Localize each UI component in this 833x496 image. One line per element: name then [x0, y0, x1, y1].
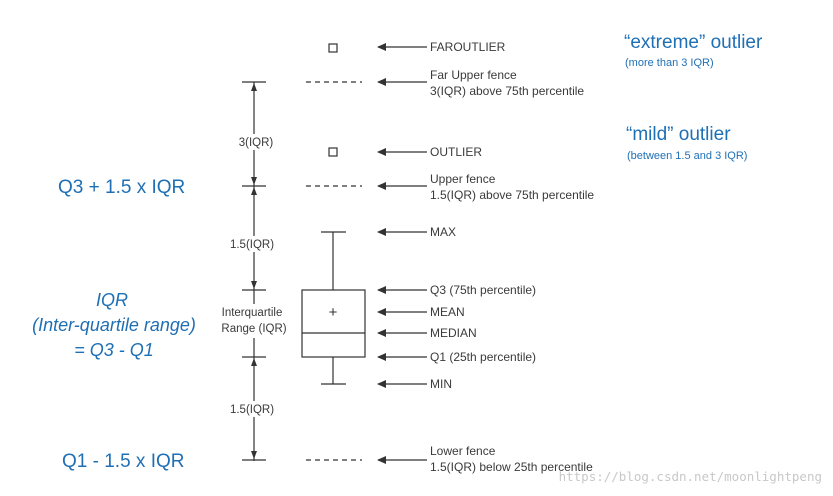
watermark-text: https://blog.csdn.net/moonlightpeng [559, 469, 822, 484]
median-label: MEDIAN [430, 326, 477, 340]
arrow-up-icon [251, 187, 257, 195]
iqr-full-name: (Inter-quartile range) [32, 315, 196, 335]
far-upper-fence-desc: 3(IQR) above 75th percentile [430, 84, 584, 98]
q1-minus-formula: Q1 - 1.5 x IQR [62, 451, 184, 472]
iqr-title: IQR [96, 290, 128, 310]
arrow-up-icon [251, 358, 257, 366]
arrow-down-icon [251, 177, 257, 185]
arrow-down-icon [251, 281, 257, 289]
far-outlier-marker [328, 43, 338, 53]
pointer-arrows [377, 43, 427, 464]
extreme-outlier-subtitle: (more than 3 IQR) [625, 57, 714, 69]
interquartile-label-line2: Range (IQR) [221, 323, 286, 335]
interquartile-label-line1: Interquartile [222, 307, 283, 319]
mean-marker: + [329, 304, 338, 321]
q3-label: Q3 (75th percentile) [430, 283, 536, 297]
iqr-box [301, 289, 366, 358]
arrow-up-icon [251, 83, 257, 91]
q1-label: Q1 (25th percentile) [430, 350, 536, 364]
mild-outlier-title: “mild” outlier [626, 124, 731, 145]
lower-one-five-iqr-label: 1.5(IQR) [230, 404, 274, 416]
dimension-axis: 3(IQR) 1.5(IQR) Interquartile Range (IQR… [216, 81, 292, 461]
mean-label: MEAN [430, 305, 465, 319]
lower-fence-label: Lower fence [430, 444, 496, 458]
right-labels: FAROUTLIER Far Upper fence 3(IQR) above … [430, 40, 594, 474]
outlier-marker [328, 147, 338, 157]
annotations: “extreme” outlier (more than 3 IQR) “mil… [32, 32, 763, 472]
max-label: MAX [430, 225, 456, 239]
far-upper-fence-label: Far Upper fence [430, 68, 517, 82]
upper-fence-label: Upper fence [430, 172, 496, 186]
three-iqr-label: 3(IQR) [239, 137, 274, 149]
outlier-label: OUTLIER [430, 145, 482, 159]
mild-outlier-subtitle: (between 1.5 and 3 IQR) [627, 150, 747, 162]
min-label: MIN [430, 377, 452, 391]
lower-fence-desc: 1.5(IQR) below 25th percentile [430, 460, 593, 474]
arrow-down-icon [251, 451, 257, 459]
faroutlier-label: FAROUTLIER [430, 40, 506, 54]
upper-one-five-iqr-label: 1.5(IQR) [230, 239, 274, 251]
box-plot: + [301, 43, 366, 461]
upper-fence-desc: 1.5(IQR) above 75th percentile [430, 188, 594, 202]
q3-plus-formula: Q3 + 1.5 x IQR [58, 177, 185, 198]
extreme-outlier-title: “extreme” outlier [624, 32, 763, 53]
iqr-formula: = Q3 - Q1 [74, 340, 154, 360]
